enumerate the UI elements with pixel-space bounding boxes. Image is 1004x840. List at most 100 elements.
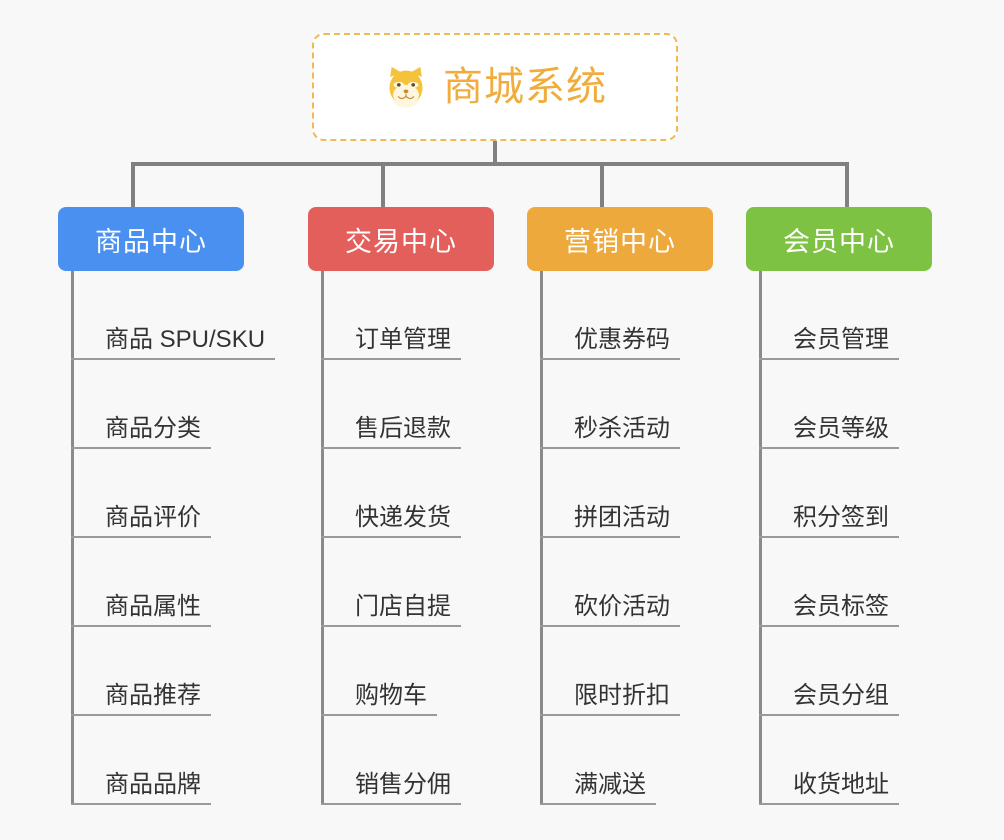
tree-item-label: 收货地址 xyxy=(793,771,889,799)
tree-item-label: 会员标签 xyxy=(793,593,889,621)
tree-item-underline xyxy=(321,358,461,360)
tree-item-label: 商品属性 xyxy=(105,593,201,621)
tree-item-underline xyxy=(321,625,461,627)
tree-item-underline xyxy=(540,536,680,538)
tree-item[interactable]: 收货地址 xyxy=(759,716,932,805)
tree-item-label: 售后退款 xyxy=(355,415,451,443)
category-box-3[interactable]: 营销中心 xyxy=(527,207,713,271)
tree-item-label: 订单管理 xyxy=(355,326,451,354)
tree-item[interactable]: 拼团活动 xyxy=(540,449,713,538)
tree-item-underline xyxy=(540,714,680,716)
tree-item-label: 优惠券码 xyxy=(574,326,670,354)
tree-item-underline xyxy=(71,358,275,360)
category-children-2: 订单管理售后退款快递发货门店自提购物车销售分佣 xyxy=(321,271,494,805)
tree-item-underline xyxy=(759,536,899,538)
tree-item-label: 销售分佣 xyxy=(355,771,451,799)
tree-item-underline xyxy=(71,447,211,449)
connector-drop-4 xyxy=(845,162,849,208)
tree-item-label: 积分签到 xyxy=(793,504,889,532)
tree-item[interactable]: 积分签到 xyxy=(759,449,932,538)
tree-item-label: 商品 SPU/SKU xyxy=(105,326,266,354)
tree-item[interactable]: 商品属性 xyxy=(71,538,275,627)
tree-item-underline xyxy=(321,447,461,449)
tree-item[interactable]: 商品分类 xyxy=(71,360,275,449)
tree-item-underline xyxy=(540,625,680,627)
category-box-2[interactable]: 交易中心 xyxy=(308,207,494,271)
connector-horizontal-bus xyxy=(131,162,849,166)
tree-item[interactable]: 商品 SPU/SKU xyxy=(71,271,275,360)
tree-item[interactable]: 优惠券码 xyxy=(540,271,713,360)
tree-item-label: 会员管理 xyxy=(793,326,889,354)
category-children-1: 商品 SPU/SKU 商品分类商品评价商品属性商品推荐商品品牌 xyxy=(71,271,275,805)
category-children-4: 会员管理会员等级积分签到会员标签会员分组收货地址 xyxy=(759,271,932,805)
tree-item[interactable]: 快递发货 xyxy=(321,449,494,538)
tree-item-label: 门店自提 xyxy=(355,593,451,621)
shiba-dog-face-icon xyxy=(383,64,429,110)
tree-spine xyxy=(540,271,543,805)
connector-drop-1 xyxy=(131,162,135,208)
tree-item[interactable]: 砍价活动 xyxy=(540,538,713,627)
tree-item-label: 限时折扣 xyxy=(574,682,670,710)
tree-item-label: 秒杀活动 xyxy=(574,415,670,443)
category-box-4[interactable]: 会员中心 xyxy=(746,207,932,271)
connector-root-stem xyxy=(493,141,497,164)
tree-item[interactable]: 会员标签 xyxy=(759,538,932,627)
category-label: 商品中心 xyxy=(95,226,207,257)
tree-item-underline xyxy=(321,803,461,805)
tree-item-label: 购物车 xyxy=(355,682,427,710)
tree-item-underline xyxy=(71,803,211,805)
tree-spine xyxy=(759,271,762,805)
tree-item[interactable]: 订单管理 xyxy=(321,271,494,360)
tree-item-underline xyxy=(321,714,437,716)
tree-item-underline xyxy=(759,714,899,716)
tree-item-label: 商品分类 xyxy=(105,415,201,443)
tree-item-underline xyxy=(759,447,899,449)
category-box-1[interactable]: 商品中心 xyxy=(58,207,244,271)
category-column-1: 商品中心商品 SPU/SKU 商品分类商品评价商品属性商品推荐商品品牌 xyxy=(58,207,275,805)
tree-item[interactable]: 秒杀活动 xyxy=(540,360,713,449)
tree-item-label: 会员分组 xyxy=(793,682,889,710)
tree-item-underline xyxy=(540,358,680,360)
tree-item[interactable]: 销售分佣 xyxy=(321,716,494,805)
category-label: 营销中心 xyxy=(564,226,676,257)
category-column-4: 会员中心会员管理会员等级积分签到会员标签会员分组收货地址 xyxy=(746,207,932,805)
category-children-3: 优惠券码秒杀活动拼团活动砍价活动限时折扣满减送 xyxy=(540,271,713,805)
tree-item-underline xyxy=(71,714,211,716)
tree-item[interactable]: 会员管理 xyxy=(759,271,932,360)
tree-item[interactable]: 门店自提 xyxy=(321,538,494,627)
tree-spine xyxy=(321,271,324,805)
tree-spine xyxy=(71,271,74,805)
tree-item-underline xyxy=(540,447,680,449)
tree-item[interactable]: 商品品牌 xyxy=(71,716,275,805)
tree-item[interactable]: 商品评价 xyxy=(71,449,275,538)
tree-item-label: 满减送 xyxy=(574,771,646,799)
tree-item[interactable]: 售后退款 xyxy=(321,360,494,449)
tree-item[interactable]: 限时折扣 xyxy=(540,627,713,716)
tree-item-underline xyxy=(321,536,461,538)
tree-item-label: 商品品牌 xyxy=(105,771,201,799)
tree-item[interactable]: 商品推荐 xyxy=(71,627,275,716)
tree-item-label: 商品推荐 xyxy=(105,682,201,710)
root-node[interactable]: 商城系统 xyxy=(312,33,678,141)
category-label: 交易中心 xyxy=(345,226,457,257)
tree-item-underline xyxy=(759,625,899,627)
tree-item-label: 商品评价 xyxy=(105,504,201,532)
tree-item-underline xyxy=(540,803,656,805)
tree-item-label: 快递发货 xyxy=(355,504,451,532)
tree-item[interactable]: 满减送 xyxy=(540,716,713,805)
connector-drop-3 xyxy=(600,162,604,208)
tree-item-underline xyxy=(759,803,899,805)
tree-item[interactable]: 购物车 xyxy=(321,627,494,716)
category-column-3: 营销中心优惠券码秒杀活动拼团活动砍价活动限时折扣满减送 xyxy=(527,207,713,805)
tree-item[interactable]: 会员分组 xyxy=(759,627,932,716)
root-title: 商城系统 xyxy=(443,65,607,109)
tree-item-underline xyxy=(759,358,899,360)
tree-item-underline xyxy=(71,625,211,627)
tree-item-label: 会员等级 xyxy=(793,415,889,443)
tree-item-label: 砍价活动 xyxy=(574,593,670,621)
tree-item[interactable]: 会员等级 xyxy=(759,360,932,449)
category-label: 会员中心 xyxy=(783,226,895,257)
tree-item-underline xyxy=(71,536,211,538)
connector-drop-2 xyxy=(381,162,385,208)
